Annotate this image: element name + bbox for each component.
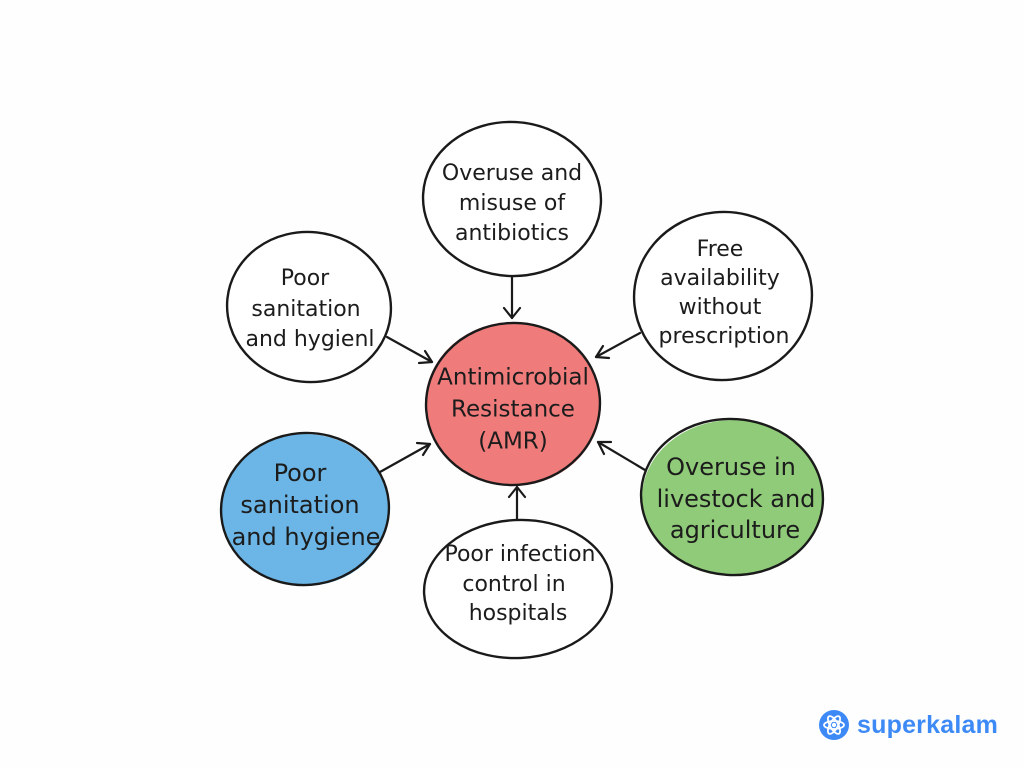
node-bottom-line-3: hospitals — [469, 601, 568, 626]
node-poor-infection-control: Poor infection control in hospitals — [422, 518, 614, 660]
center-node-line-1: Antimicrobial — [437, 365, 589, 391]
arrow-upper-left-to-center — [385, 335, 434, 365]
node-upper-right-line-3: without — [679, 295, 762, 320]
node-top-line-3: antibiotics — [455, 221, 569, 246]
node-upper-left-line-1: Poor — [281, 266, 330, 291]
center-node-amr: Antimicrobial Resistance (AMR) — [424, 321, 602, 487]
node-bottom-fill — [424, 520, 612, 658]
node-lower-left-line-1: Poor — [274, 459, 327, 487]
node-lower-right-line-3: agriculture — [670, 516, 800, 544]
node-lower-left-fill — [221, 434, 389, 586]
brand-name: superkalam — [857, 710, 998, 739]
arrow-lower-right-to-center — [596, 440, 647, 472]
node-bottom-line-2: control in — [462, 572, 565, 597]
node-upper-right-line-1: Free — [697, 237, 744, 262]
node-lower-right-line-2: livestock and — [657, 485, 816, 513]
node-upper-left-fill — [227, 232, 391, 382]
arrow-top-to-center — [502, 274, 522, 320]
arrow-upper-right-to-center — [594, 331, 642, 360]
brand-watermark: superkalam — [819, 710, 998, 740]
node-bottom-line-1: Poor infection — [444, 542, 595, 567]
node-poor-sanitation-hygiene-blue: Poor sanitation and hygiene — [219, 431, 391, 587]
node-upper-left-line-3: and hygienl — [245, 327, 374, 352]
node-upper-right-fill — [634, 212, 812, 380]
node-lower-left-line-2: sanitation — [240, 491, 359, 519]
node-top-line-2: misuse of — [459, 191, 566, 216]
center-node-fill — [425, 322, 601, 486]
arrow-lower-left-to-center — [378, 441, 432, 474]
atom-logo-icon — [819, 710, 850, 740]
center-node-line-3: (AMR) — [478, 429, 548, 455]
node-upper-right-line-4: prescription — [659, 324, 790, 349]
node-upper-left-line-2: sanitation — [251, 297, 360, 322]
node-lower-left-line-3: and hygiene — [232, 523, 381, 551]
node-overuse-livestock-agriculture: Overuse in livestock and agriculture — [639, 417, 825, 577]
node-lower-right-fill — [642, 420, 824, 576]
node-upper-right-line-2: availability — [660, 266, 780, 291]
node-top-line-1: Overuse and — [442, 161, 582, 186]
node-lower-right-line-1: Overuse in — [666, 453, 796, 481]
center-node-line-2: Resistance — [451, 397, 575, 423]
node-overuse-misuse-antibiotics: Overuse and misuse of antibiotics — [421, 120, 603, 278]
node-free-availability: Free availability without prescription — [632, 210, 814, 382]
node-poor-sanitation-hygienl: Poor sanitation and hygienl — [225, 230, 393, 384]
node-top-fill — [423, 122, 601, 276]
